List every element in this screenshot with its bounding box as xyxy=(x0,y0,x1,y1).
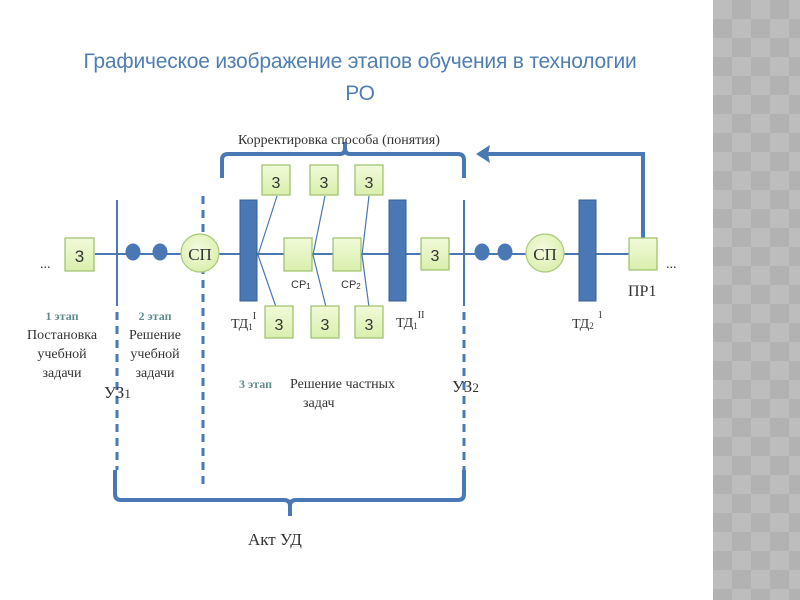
task-box-label: 3 xyxy=(365,175,374,192)
stage1-line2: учебной xyxy=(37,347,87,362)
uz2-label: УЗ2 xyxy=(452,377,479,396)
task-box-bottom-1: 3 xyxy=(264,305,294,339)
feedback-arrow-head-icon xyxy=(476,145,490,163)
bottom-act-bracket xyxy=(113,470,466,516)
bottom-bracket-label: Акт УД xyxy=(248,530,302,549)
task-box-top-1: 3 xyxy=(261,164,291,196)
stage3-line1: Решение частных xyxy=(290,377,395,392)
task-box-label: 3 xyxy=(275,317,284,334)
step-dot xyxy=(152,243,168,261)
pr1-label: ПР1 xyxy=(628,283,656,300)
ellipsis-right: ... xyxy=(666,257,677,272)
stage2-line3: задачи xyxy=(135,366,175,381)
branch-line xyxy=(361,195,370,256)
branch-line xyxy=(312,195,326,256)
stage1-line3: задачи xyxy=(42,366,82,381)
td2-bar xyxy=(578,199,597,302)
task-box-bottom-2: 3 xyxy=(310,305,340,339)
cp2-box xyxy=(332,237,362,272)
td1-bar xyxy=(239,199,258,302)
stage1-line1: Постановка xyxy=(27,328,98,343)
task-box-label: 3 xyxy=(365,317,374,334)
top-correction-bracket xyxy=(220,142,466,178)
branch-line xyxy=(361,254,370,308)
sp-label: СП xyxy=(533,245,557,264)
stage3-tag: 3 этап xyxy=(239,377,272,391)
branch-line xyxy=(257,195,278,256)
task-box-initial: 3 xyxy=(64,237,95,272)
stage2-line2: учебной xyxy=(130,347,180,362)
task-box-top-2: 3 xyxy=(309,164,339,196)
cp1-box xyxy=(283,237,313,272)
step-dot xyxy=(474,243,490,261)
cp1-label: СР1 xyxy=(291,279,311,291)
step-dot xyxy=(125,243,141,261)
cp2-label: СР2 xyxy=(341,279,361,291)
task-box-label: 3 xyxy=(272,175,281,192)
task-box-label: 3 xyxy=(320,175,329,192)
sp-circle-1: СП xyxy=(180,233,220,273)
sp-label: СП xyxy=(188,245,212,264)
pr1-box xyxy=(628,237,658,271)
task-box-after-td1: 3 xyxy=(420,237,450,271)
branch-line xyxy=(312,254,327,308)
slide-title-line2: РО xyxy=(345,82,375,105)
td1-label: ТД1I xyxy=(231,311,256,332)
uz1-label: УЗ1 xyxy=(104,383,131,402)
feedback-arrow-line xyxy=(486,152,645,238)
sp-circle-2: СП xyxy=(525,233,565,273)
stage3-line2: задач xyxy=(303,396,335,411)
ellipsis-left: ... xyxy=(40,257,51,272)
decorative-side-panel xyxy=(713,0,800,600)
top-bracket-label: Корректировка способа (понятия) xyxy=(238,133,440,148)
task-box-label: 3 xyxy=(431,248,440,265)
task-box-top-3: 3 xyxy=(354,164,384,196)
td1-ii-label: ТД1II xyxy=(396,310,424,331)
stage2-line1: Решение xyxy=(129,328,181,343)
branch-line xyxy=(257,254,277,308)
slide-title: Графическое изображение этапов обучения … xyxy=(40,46,680,110)
stage1-tag: 1 этап xyxy=(46,309,79,323)
task-box-bottom-3: 3 xyxy=(354,305,384,339)
slide-title-line1: Графическое изображение этапов обучения … xyxy=(83,50,637,73)
task-box-label: 3 xyxy=(75,247,84,266)
stage2-tag: 2 этап xyxy=(139,309,172,323)
task-box-label: 3 xyxy=(321,317,330,334)
td1-ii-bar xyxy=(388,199,407,302)
step-dot xyxy=(497,243,513,261)
td2-label: ТД21 xyxy=(572,310,603,332)
